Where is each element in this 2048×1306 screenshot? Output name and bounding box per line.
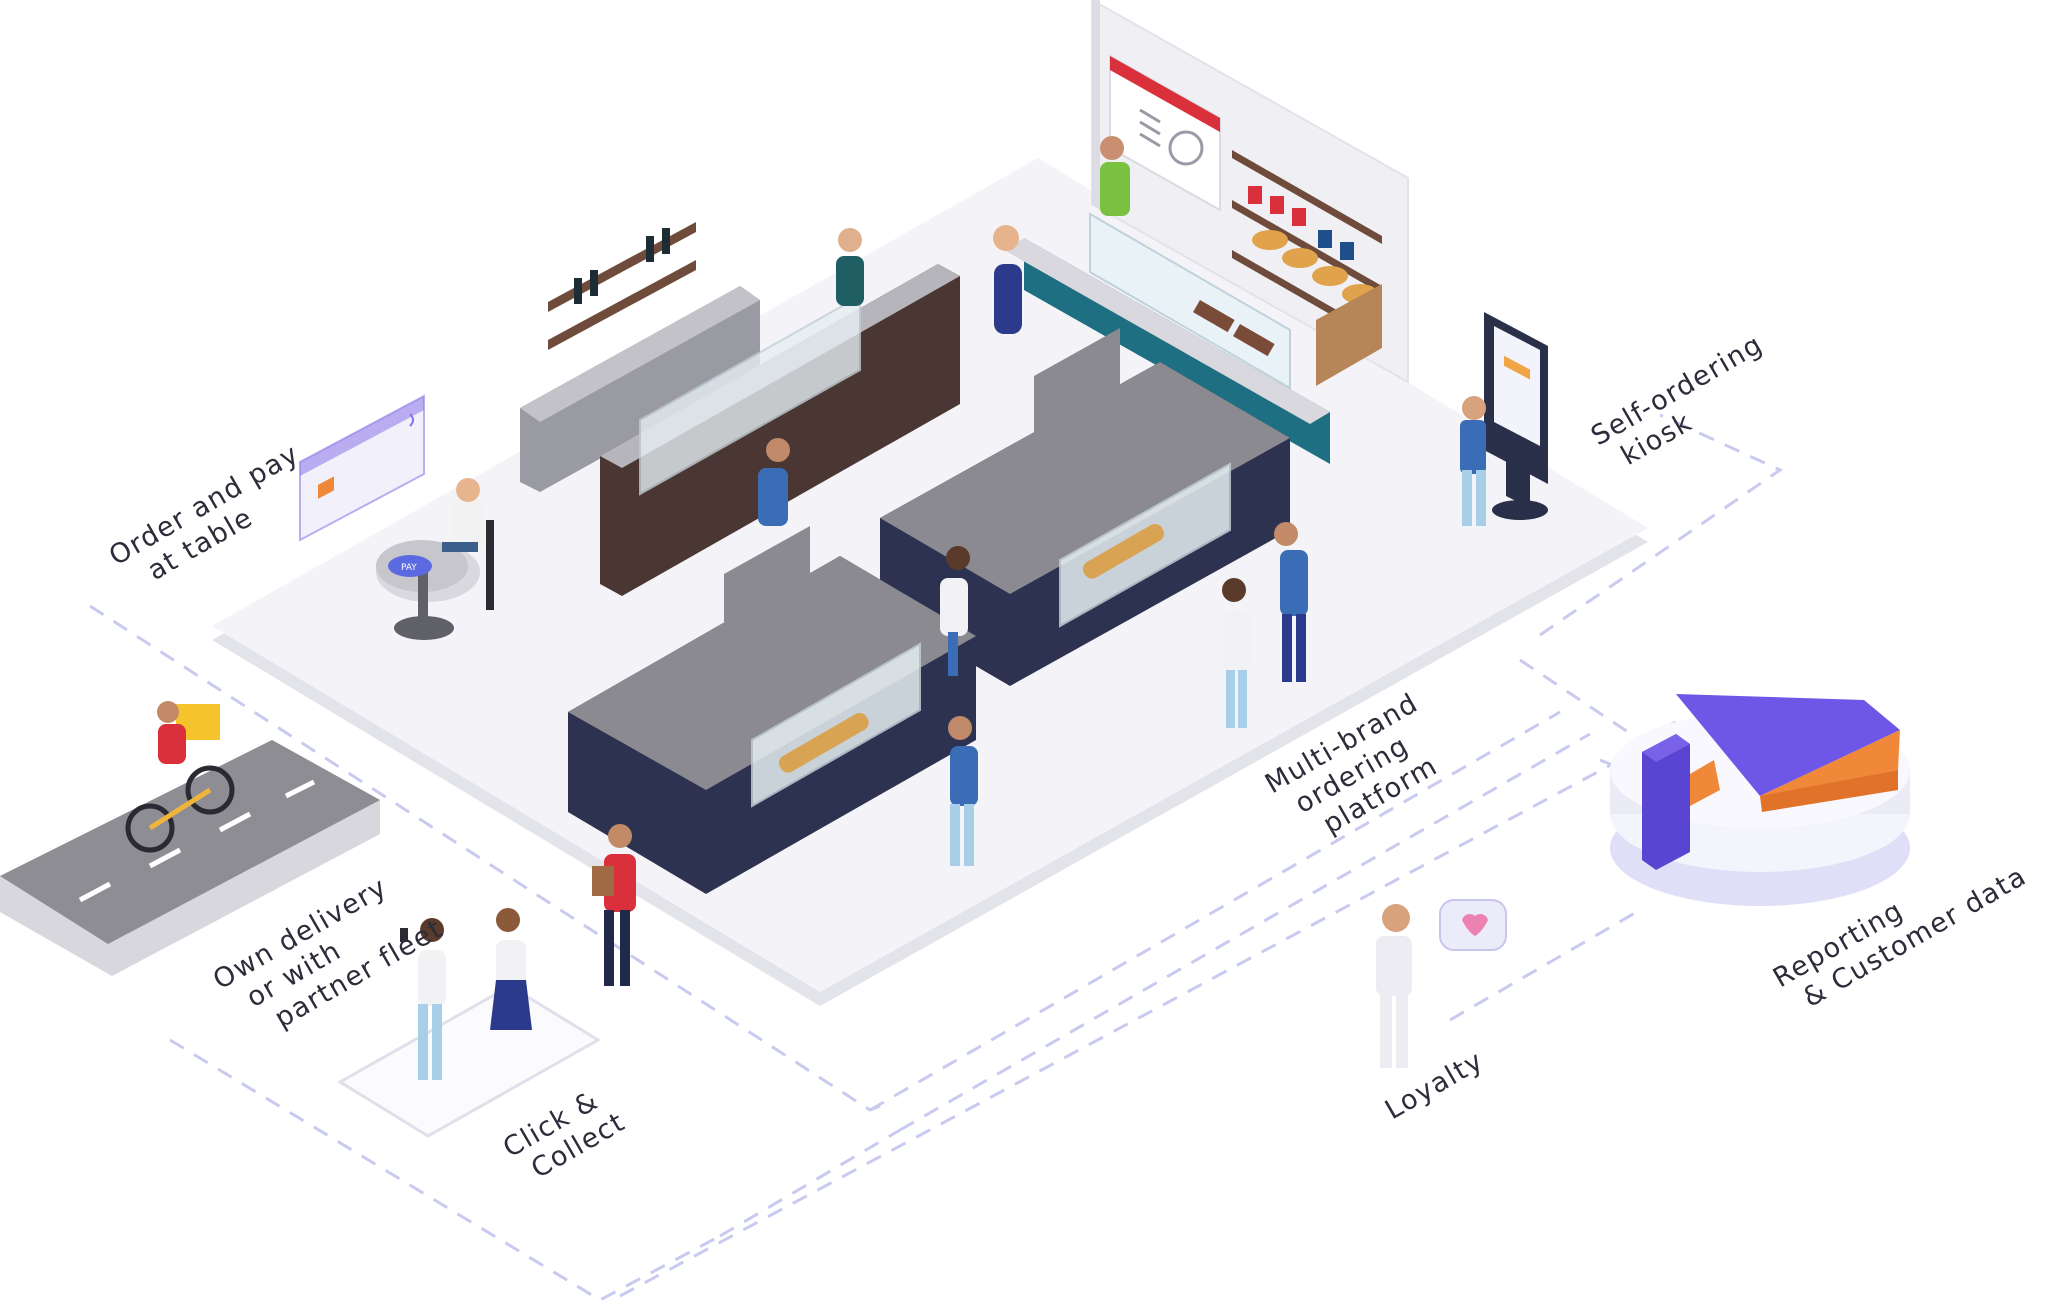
bar-counter — [520, 222, 960, 596]
self-ordering-kiosk — [1460, 312, 1548, 526]
center-counter-left — [568, 526, 976, 894]
delivery-road — [0, 740, 380, 976]
menu-board-icon — [1109, 54, 1221, 212]
credit-card-icon — [299, 394, 425, 542]
people-in-restaurant — [758, 136, 1308, 866]
click-collect-platform — [337, 824, 636, 1138]
kiosk-screen-icon — [1494, 326, 1540, 446]
center-counter-right — [880, 328, 1290, 686]
back-wall — [1091, 0, 1409, 386]
delivery-bike-icon — [125, 701, 235, 853]
pay-terminal-icon: PAY — [388, 555, 432, 577]
pay-badge-text: PAY — [401, 563, 417, 573]
table-area: PAY — [376, 478, 494, 640]
heart-speech-bubble-icon — [1439, 899, 1507, 951]
phone-icon — [400, 928, 408, 942]
pie-chart-icon — [1610, 694, 1910, 906]
loyalty-person — [1376, 904, 1412, 1068]
bakery-counter — [1004, 212, 1330, 464]
